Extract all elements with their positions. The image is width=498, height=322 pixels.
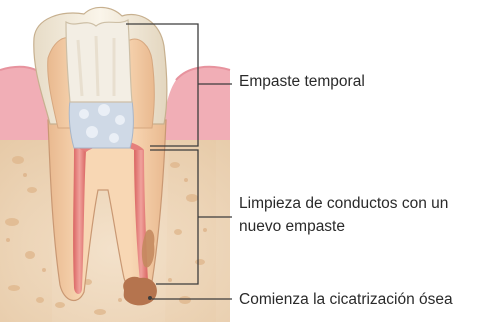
cotton-pellet bbox=[69, 100, 133, 148]
label-canal-cleaning-line1: Limpieza de conductos con un bbox=[239, 192, 448, 215]
label-temporary-filling: Empaste temporal bbox=[239, 70, 365, 93]
temporary-filling bbox=[66, 20, 132, 102]
label-bone-healing: Comienza la cicatrización ósea bbox=[239, 288, 453, 311]
label-canal-cleaning-line2: nuevo empaste bbox=[239, 215, 345, 238]
